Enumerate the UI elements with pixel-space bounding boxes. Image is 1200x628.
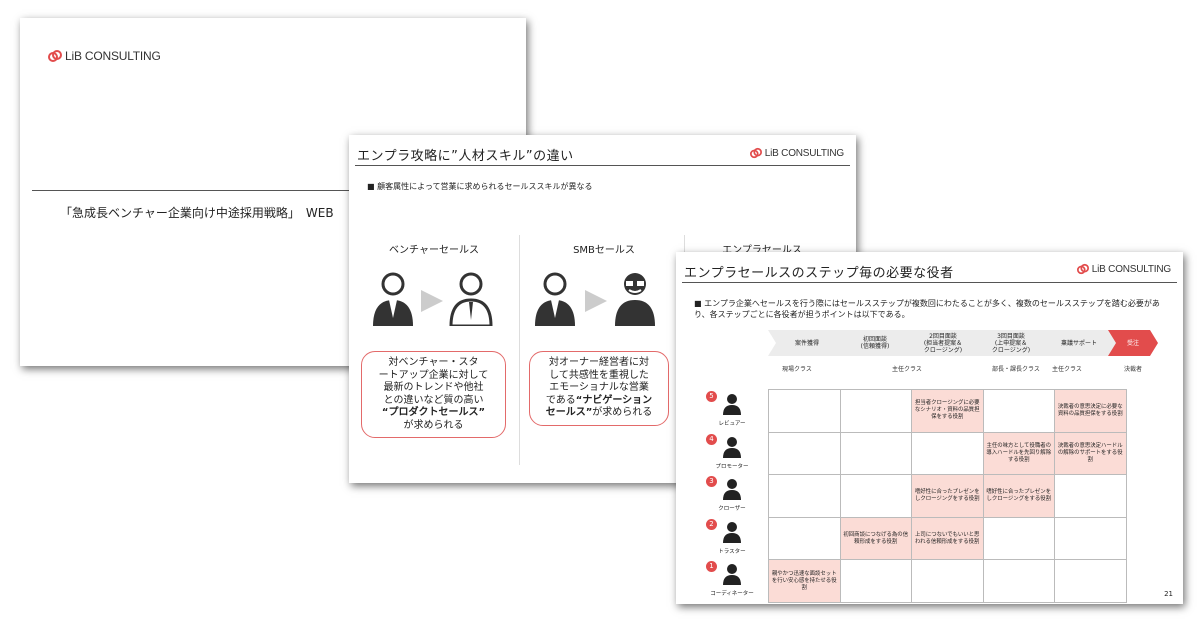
owner-icon (615, 273, 655, 326)
column-heading: SMBセールス (573, 245, 635, 256)
roles-slide: エンプラセールスのステップ毎の必要な役者 LiB CONSULTING ■ エン… (676, 252, 1183, 604)
role-label: クローザー (718, 506, 746, 513)
role-header: 決裁者 (1124, 366, 1143, 373)
divider (32, 190, 526, 191)
grid-cell (911, 431, 984, 476)
card-emphasis: “ナビゲーション (575, 394, 653, 406)
grid-cell (839, 431, 912, 476)
grid-cell: 親やかつ迅速な面談セットを行い安心感を持たせる役割 (768, 559, 841, 603)
grid-cell (982, 516, 1055, 561)
card-line: 最新のトレンドや他社 (383, 382, 484, 393)
lib-logo-icon (749, 147, 762, 159)
grid-cell (1054, 559, 1127, 603)
step-chevron: 3回目面談 (上申提案＆ クロージング) (972, 330, 1050, 356)
logo-text: LiB CONSULTING (1091, 263, 1171, 275)
role-header: 部長・課長クラス (992, 366, 1040, 373)
role-person-icon (723, 564, 741, 586)
role-number-badge: 2 (706, 518, 717, 530)
role-header: 主任クラス (1052, 366, 1082, 373)
card-line: エモーショナルな営業 (549, 382, 649, 393)
card-line: ートアップ企業に対して (378, 369, 489, 381)
bullet-text: ■ 顧客属性によって営業に求められるセールススキルが異なる (367, 182, 593, 191)
arrow-icon (585, 290, 607, 312)
venture-sales-card: 対ベンチャー・スタ ートアップ企業に対して 最新のトレンドや他社 との違いなど質… (361, 351, 506, 438)
role-label: トラスター (718, 548, 746, 555)
customer-icon (449, 272, 493, 326)
grid-cell (768, 474, 841, 518)
card-line: 対ベンチャー・スタ (388, 357, 479, 368)
page-number: 21 (1164, 590, 1173, 598)
column-heading: エンプラセールス (722, 245, 802, 256)
grid-cell (768, 516, 841, 561)
smb-sales-card: 対オーナー経営者に対 して共感性を重視した エモーショナルな営業 である“ナビゲ… (529, 351, 669, 426)
grid-cell (1054, 516, 1127, 561)
role-number-badge: 5 (706, 391, 717, 402)
card-emphasis: セールス” (545, 407, 593, 418)
step-chevron: 初回面談 (信頼獲得) (836, 330, 914, 356)
slide-subtitle: 「急成長ベンチャー企業向け中途採用戦略」 WEB (60, 206, 334, 220)
card-line: 対オーナー経営者に対 (549, 357, 649, 368)
title-underline (355, 165, 850, 166)
salesperson-icon (535, 272, 575, 326)
grid-cell: 上司につないでもいいと思われる信頼形成をする役割 (911, 516, 984, 561)
role-person-icon (723, 436, 741, 458)
grid-cell: 担当者クロージングに必要なシナリオ・資料の品質担保をする役割 (911, 389, 984, 433)
grid-cell: 嗜好性に合ったプレゼンをしクロージングをする役割 (911, 474, 984, 518)
step-chevron: 稟議サポート (1040, 330, 1118, 356)
lib-logo-icon (1076, 263, 1089, 275)
grid-cell: 初回商談につなげる為の信頼形成をする役割 (839, 516, 912, 561)
role-number-badge: 3 (706, 476, 717, 488)
role-number-badge: 4 (706, 433, 717, 445)
card-emphasis: “プロダクトセールス” (381, 407, 486, 418)
grid-cell (839, 389, 912, 433)
arrow-icon (421, 290, 443, 312)
role-header: 主任クラス (892, 366, 922, 373)
lead-text: ■ エンプラ企業へセールスを行う際にはセールスステップが複数回にわたることが多く… (694, 299, 1160, 319)
step-chevron: 案件獲得 (768, 330, 846, 356)
title-underline (682, 282, 1177, 283)
role-person-icon (723, 521, 741, 543)
salesperson-icon (373, 272, 413, 326)
role-label: プロモーター (715, 463, 749, 470)
card-line: して共感性を重視した (549, 369, 649, 381)
role-number-badge: 1 (706, 561, 717, 573)
grid-cell (982, 389, 1055, 433)
grid-cell (768, 389, 841, 433)
grid-cell (839, 474, 912, 518)
card-line: である (545, 394, 576, 406)
lib-consulting-logo: LiB CONSULTING (48, 49, 161, 63)
logo-text: LiB CONSULTING (65, 49, 161, 63)
role-label: コーディネーター (710, 591, 754, 598)
grid-cell (911, 559, 984, 603)
lib-logo-icon (48, 50, 62, 62)
slide-title: エンプラセールスのステップ毎の必要な役者 (684, 266, 954, 281)
role-header: 現場クラス (782, 366, 812, 373)
role-grid: 担当者クロージングに必要なシナリオ・資料の品質担保をする役割 決裁者の意思決定に必… (768, 389, 1159, 603)
role-person-icon (723, 394, 741, 415)
sales-steps: 案件獲得 初回面談 (信頼獲得) 2回目面談 (担当者提案＆ クロージング) 3… (768, 330, 1158, 356)
grid-cell (768, 431, 841, 476)
grid-cell (982, 559, 1055, 603)
logo-text: LiB CONSULTING (764, 147, 844, 159)
grid-cell (839, 559, 912, 603)
grid-cell (1054, 474, 1127, 518)
role-label: レビュアー (718, 421, 746, 427)
grid-cell: 決裁者の意思決定ハードルの解除のサポートをする役割 (1054, 431, 1127, 476)
grid-cell: 主任の味方として役職者の導入ハードルを先回り解除する役割 (982, 431, 1055, 476)
column-divider (519, 235, 520, 465)
lib-consulting-logo: LiB CONSULTING (749, 147, 844, 159)
card-line: との違いなど質の高い (383, 394, 484, 406)
grid-cell: 嗜好性に合ったプレゼンをしクロージングをする役割 (982, 474, 1055, 518)
lib-consulting-logo: LiB CONSULTING (1076, 263, 1171, 275)
card-line: が求められる (592, 407, 653, 418)
step-chevron: 2回目面談 (担当者提案＆ クロージング) (904, 330, 982, 356)
slide-title: エンプラ攻略に”人材スキル”の違い (357, 149, 574, 164)
card-line: が求められる (403, 419, 464, 431)
role-person-icon (723, 479, 741, 501)
column-heading: ベンチャーセールス (389, 245, 479, 256)
step-chevron-final: 受注 (1108, 330, 1158, 356)
grid-cell: 決裁者の意思決定に必要な資料の品質担保をする役割 (1054, 389, 1127, 433)
